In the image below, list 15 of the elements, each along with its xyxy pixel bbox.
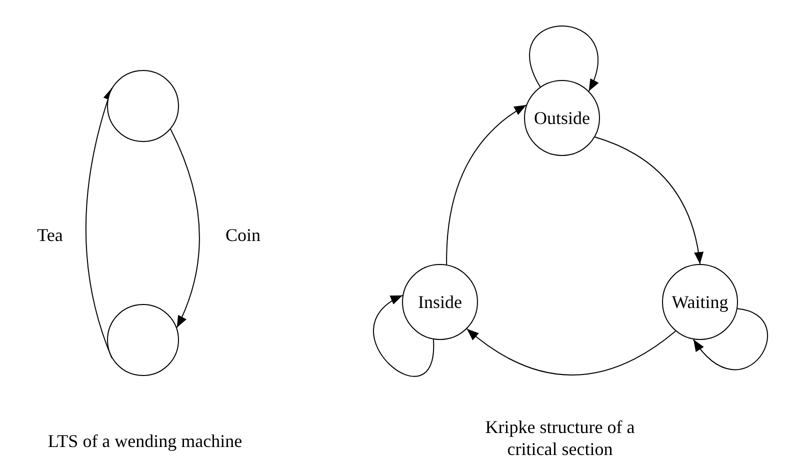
caption: Kripke structure of a critical section xyxy=(484,416,636,460)
arrow xyxy=(529,26,598,92)
caption: LTS of a wending machine xyxy=(46,430,244,452)
arrow xyxy=(85,88,113,358)
arrow xyxy=(446,104,527,266)
arrow xyxy=(466,328,676,376)
arrow xyxy=(692,308,768,370)
edge-label: Tea xyxy=(37,226,63,244)
arrow xyxy=(372,294,434,376)
state-label: Inside xyxy=(418,293,462,311)
arrow xyxy=(170,128,200,328)
state-label: Outside xyxy=(534,109,590,127)
state-label: Waiting xyxy=(672,293,728,311)
edge-label: Coin xyxy=(226,226,260,244)
arrow xyxy=(594,136,704,264)
